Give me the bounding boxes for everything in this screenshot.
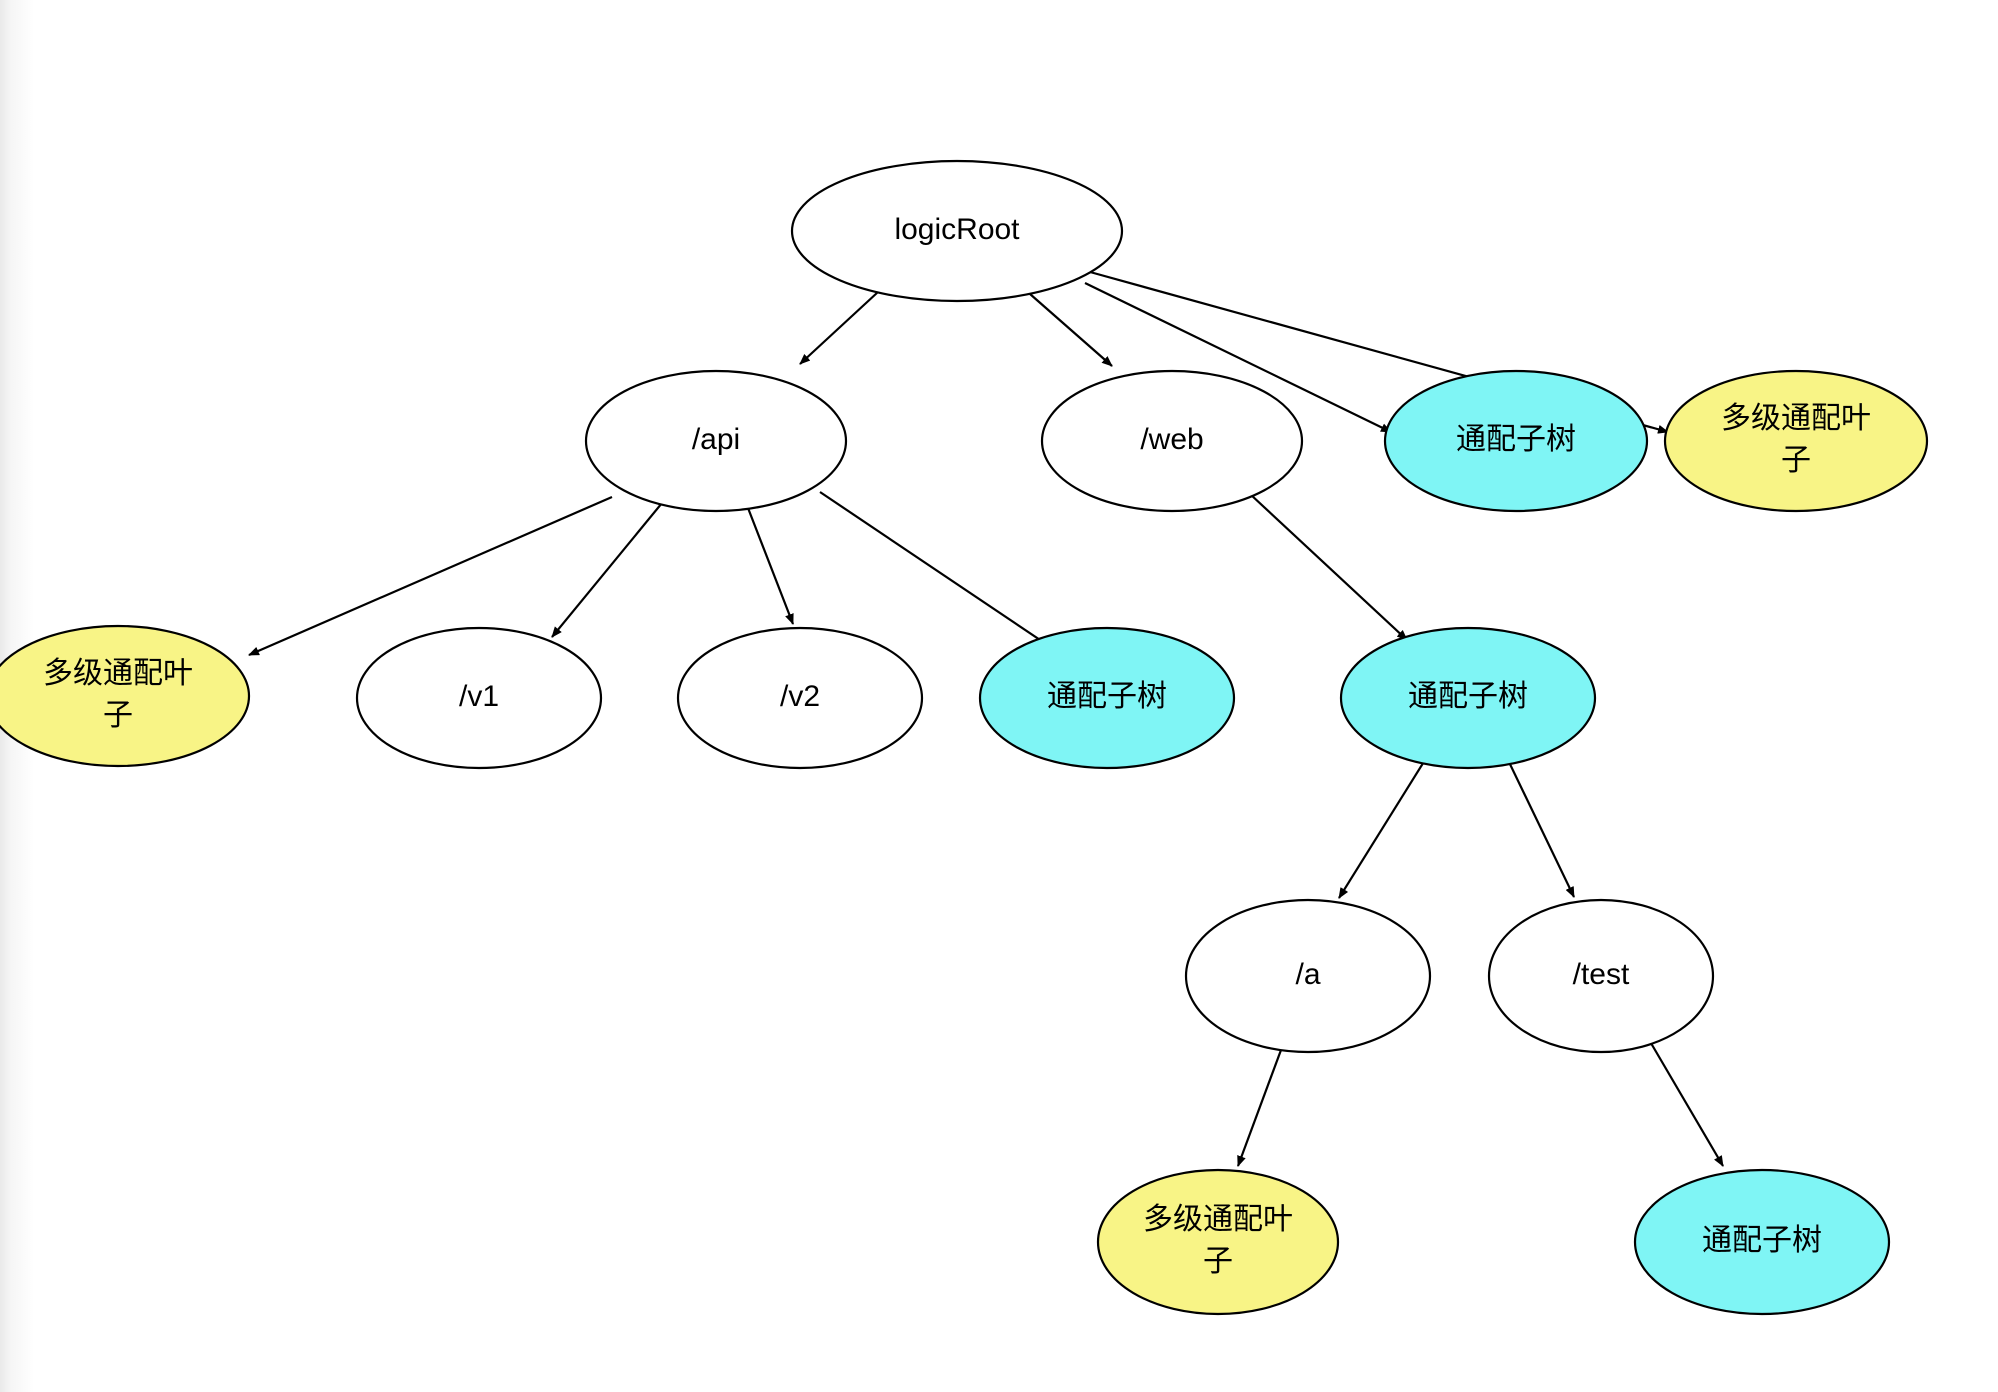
node-label-web: /web <box>1140 423 1203 456</box>
node-label-aMulti: 多级通配叶 <box>1143 1203 1293 1236</box>
node-label-api: /api <box>692 423 740 456</box>
edge-web-to-webWild <box>1249 493 1408 641</box>
node-shape-rootMulti[interactable] <box>1663 369 1929 513</box>
node-shape-a[interactable] <box>1184 898 1432 1054</box>
node-shape-aMulti[interactable] <box>1096 1168 1340 1316</box>
node-label-apiWild: 通配子树 <box>1047 680 1167 713</box>
edge-api-to-apiMulti <box>248 495 613 657</box>
node-web[interactable]: /web <box>1040 369 1304 513</box>
node-test[interactable]: /test <box>1487 898 1715 1054</box>
node-a[interactable]: /a <box>1184 898 1432 1054</box>
edge-webWild-to-test <box>1507 759 1575 898</box>
node-shape-testWild[interactable] <box>1633 1168 1891 1316</box>
edge-root-to-api <box>799 291 879 365</box>
node-shape-apiMulti[interactable] <box>0 624 251 768</box>
node-shape-api[interactable] <box>584 369 848 513</box>
node-label-rootMulti: 多级通配叶 <box>1721 402 1871 435</box>
edge-api-to-v1 <box>551 502 663 638</box>
edge-a-to-aMulti <box>1236 1049 1283 1167</box>
node-label-a: /a <box>1295 958 1320 991</box>
node-api[interactable]: /api <box>584 369 848 513</box>
node-label-root: logicRoot <box>894 213 1020 246</box>
node-rootWild[interactable]: 通配子树 <box>1383 369 1649 513</box>
node-shape-apiWild[interactable] <box>978 626 1236 770</box>
node-label-apiMulti: 多级通配叶 <box>43 657 193 690</box>
node-label-test: /test <box>1573 958 1630 991</box>
node-shape-webWild[interactable] <box>1339 626 1597 770</box>
node-shape-root[interactable] <box>790 159 1124 303</box>
node-label-v1: /v1 <box>459 680 499 713</box>
node-webWild[interactable]: 通配子树 <box>1339 626 1597 770</box>
node-root[interactable]: logicRoot <box>790 159 1124 303</box>
node-shape-v2[interactable] <box>676 626 924 770</box>
edge-api-to-v2 <box>746 507 795 625</box>
node-v1[interactable]: /v1 <box>355 626 603 770</box>
edge-webWild-to-a <box>1338 759 1426 899</box>
edges-layer <box>248 270 1724 1167</box>
node-apiWild[interactable]: 通配子树 <box>978 626 1236 770</box>
node-testWild[interactable]: 通配子树 <box>1633 1168 1891 1316</box>
node-shape-web[interactable] <box>1040 369 1304 513</box>
edge-root-to-web <box>1029 293 1113 367</box>
edge-api-to-apiWild <box>819 491 1053 649</box>
node-shape-test[interactable] <box>1487 898 1715 1054</box>
node-label-rootMulti: 子 <box>1781 444 1811 477</box>
node-label-v2: /v2 <box>780 680 820 713</box>
node-label-testWild: 通配子树 <box>1702 1224 1822 1257</box>
node-label-aMulti: 子 <box>1203 1245 1233 1278</box>
edge-root-to-rootWild <box>1084 282 1392 433</box>
node-shape-rootWild[interactable] <box>1383 369 1649 513</box>
node-label-apiMulti: 子 <box>103 699 133 732</box>
node-shape-v1[interactable] <box>355 626 603 770</box>
node-label-rootWild: 通配子树 <box>1456 423 1576 456</box>
node-v2[interactable]: /v2 <box>676 626 924 770</box>
edge-test-to-testWild <box>1647 1037 1724 1167</box>
node-label-webWild: 通配子树 <box>1408 680 1528 713</box>
